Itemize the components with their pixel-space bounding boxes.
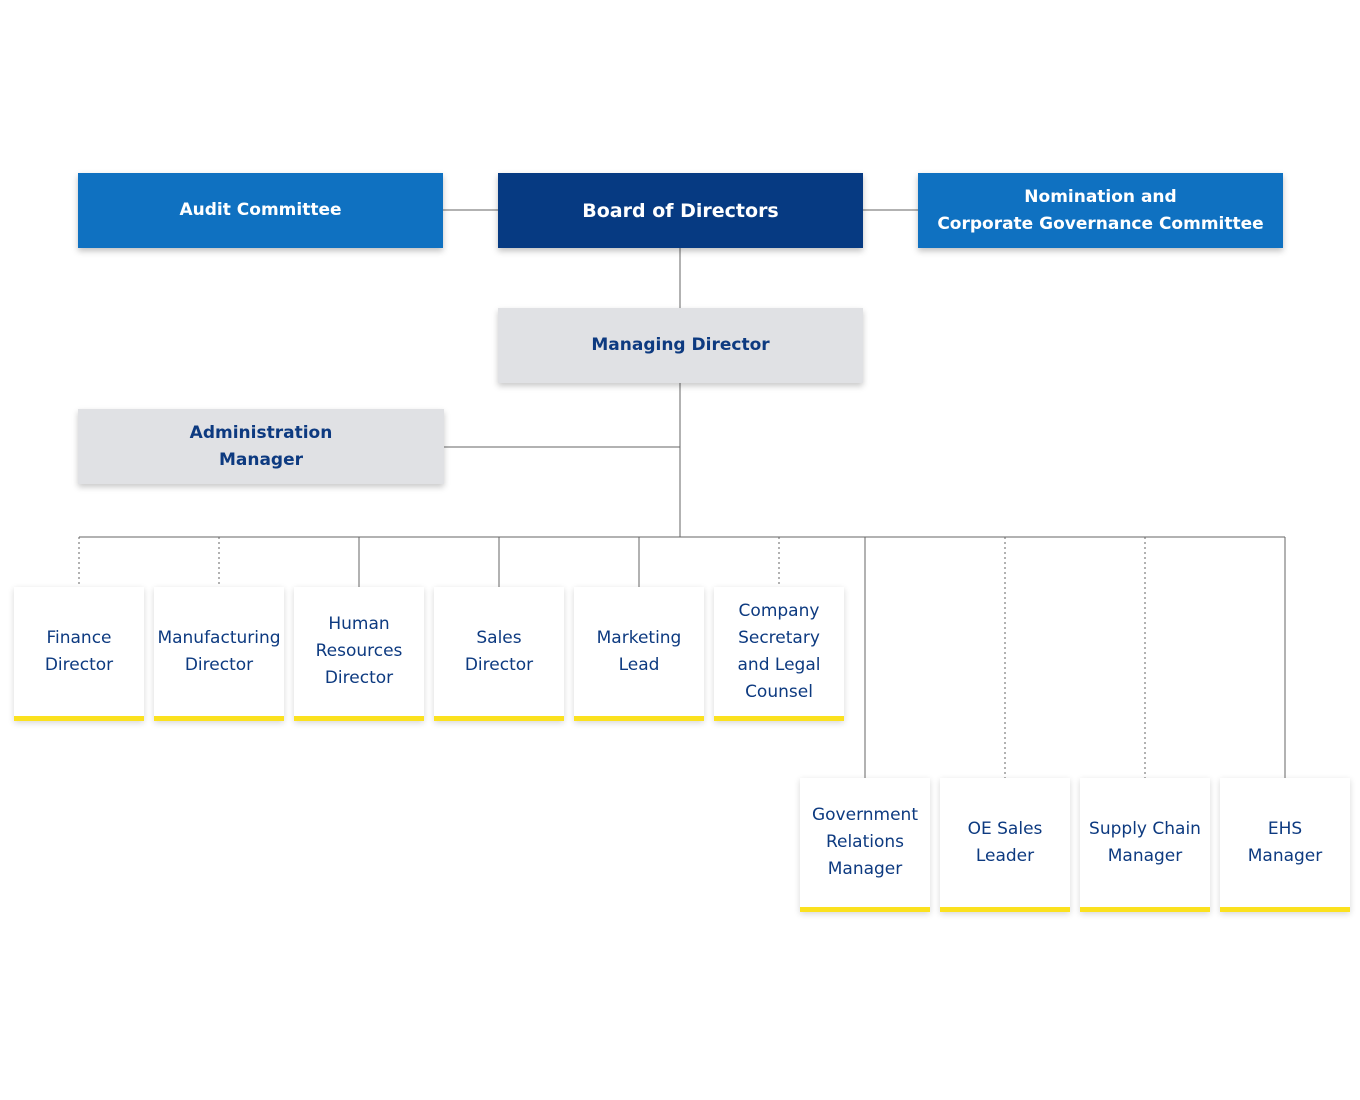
manufacturing-director-card: Manufacturing Director	[154, 587, 284, 721]
finance-director-card: Finance Director	[14, 587, 144, 721]
government-relations-manager-card: Government Relations Manager	[800, 778, 930, 912]
hr-director-card: Human Resources Director	[294, 587, 424, 721]
sales-director-card: Sales Director	[434, 587, 564, 721]
managing-director-box: Managing Director	[498, 308, 863, 383]
nomination-committee-box: Nomination and Corporate Governance Comm…	[918, 173, 1283, 248]
audit-committee-box: Audit Committee	[78, 173, 443, 248]
marketing-lead-card: Marketing Lead	[574, 587, 704, 721]
administration-manager-box: Administration Manager	[78, 409, 444, 484]
supply-chain-manager-card: Supply Chain Manager	[1080, 778, 1210, 912]
ehs-manager-card: EHS Manager	[1220, 778, 1350, 912]
company-secretary-card: Company Secretary and Legal Counsel	[714, 587, 844, 721]
board-of-directors-box: Board of Directors	[498, 173, 863, 248]
oe-sales-leader-card: OE Sales Leader	[940, 778, 1070, 912]
